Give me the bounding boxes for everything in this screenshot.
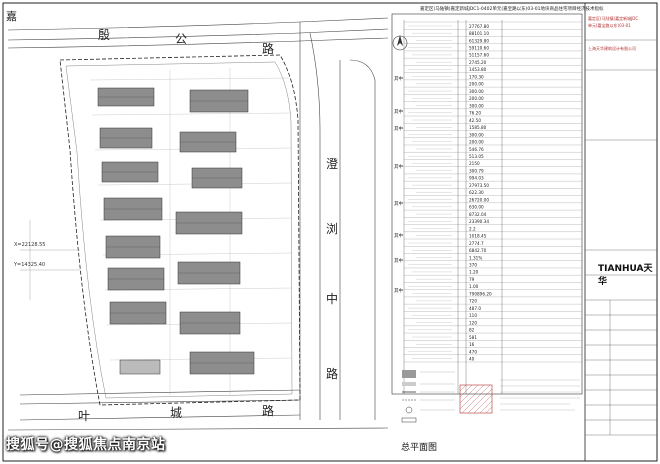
svg-text:嘉定区(马陆镇)嘉定新城JDC: 嘉定区(马陆镇)嘉定新城JDC — [588, 15, 638, 21]
table-value: 61329.80 — [469, 38, 489, 43]
table-section-label: 其中 — [394, 232, 403, 239]
legend-swatch-building — [402, 370, 416, 378]
road-label-bottom-3: 路 — [262, 404, 275, 418]
title-block — [584, 2, 658, 462]
site-boundary — [59, 54, 301, 406]
table-title: 嘉定区(马陆镇)嘉定新城JDC1-0402单元(嘉宝路以东)03-01地块商品住… — [420, 7, 604, 12]
table-value: 59110.60 — [469, 45, 489, 50]
approval-hatch — [459, 384, 493, 414]
legend-swatch-green — [402, 382, 416, 386]
table-value: 300.79 — [469, 168, 484, 173]
table-section-label: 其中 — [394, 287, 403, 294]
table-value: 994.03 — [469, 176, 484, 181]
road-label-bottom-1: 叶 — [78, 409, 91, 423]
table-value: 26720.00 — [469, 197, 489, 202]
table-value: 51157.60 — [469, 53, 489, 58]
road-label-top-left: 嘉 — [6, 10, 17, 23]
table-value: 2150 — [469, 161, 480, 166]
table-value: 2774.7 — [469, 241, 484, 246]
table-value: 1018.45 — [469, 234, 487, 239]
road-label-right-3: 中 — [326, 292, 339, 306]
building-details — [98, 96, 254, 364]
svg-text:上海天华建筑设计有限公司: 上海天华建筑设计有限公司 — [588, 45, 636, 51]
svg-text:X=22128.55: X=22128.55 — [14, 242, 45, 248]
site-plan-label: 总平面图 — [401, 443, 438, 453]
road-label-top-1: 殷 — [98, 28, 111, 42]
table-value: 1453.80 — [469, 67, 487, 72]
road-lines — [7, 17, 389, 431]
table-value: 200.00 — [469, 140, 484, 145]
table-section-label: 其中 — [394, 75, 403, 82]
table-value: 513.05 — [469, 154, 484, 159]
table-value: 790896.20 — [469, 291, 492, 296]
table-values: 27767.80 88101.10 61329.80 59110.60 51157.60… — [408, 24, 492, 362]
table-value: 76.20 — [469, 111, 481, 116]
table-value: 200.00 — [469, 96, 484, 101]
table-section-label: 其中 — [394, 108, 403, 115]
table-grid — [404, 21, 582, 363]
table-value: 170.30 — [469, 74, 484, 79]
table-value: 27973.50 — [469, 183, 489, 188]
legend — [401, 370, 455, 423]
road-label-top-3: 路 — [262, 42, 275, 56]
road-label-top-2: 公 — [175, 32, 188, 46]
table-value: 42.50 — [469, 118, 481, 123]
table-value: 6842.70 — [469, 248, 487, 253]
table-value: 23390.34 — [469, 219, 489, 224]
table-value: 546.76 — [469, 147, 484, 152]
watermark-text: 搜狐号@搜狐焦点南京站 — [6, 437, 166, 453]
table-value: 110 — [469, 313, 477, 318]
table-value: 120 — [469, 320, 477, 325]
buildings — [97, 87, 255, 375]
north-arrow — [392, 35, 408, 51]
table-value: 1.00 — [469, 284, 479, 289]
table-section-label: 其中 — [394, 200, 403, 207]
table-value: 300.00 — [469, 132, 484, 137]
road-label-bottom-2: 城 — [170, 406, 183, 420]
road-label-right-4: 路 — [326, 367, 339, 381]
table-value: 200.00 — [469, 82, 484, 87]
title-block-red-text: 嘉定区(马陆镇)嘉定新城JDC 单元(嘉宝路以东)03-01 上海天华建筑设计有… — [588, 15, 638, 51]
table-value: 1.31% — [469, 255, 482, 260]
table-value: 581 — [469, 335, 477, 340]
table-value: 1.20 — [469, 270, 479, 275]
title-block-lines — [585, 39, 657, 436]
table-value: 27767.80 — [469, 24, 489, 29]
table-value: 2745.20 — [469, 60, 487, 65]
table-value: 2.2 — [469, 226, 476, 231]
table-section-label: 其中 — [394, 125, 403, 132]
road-label-right-1: 澄 — [326, 157, 339, 171]
notes-lines — [500, 379, 580, 411]
table-value: 470 — [469, 349, 477, 354]
table-value: 630.00 — [469, 205, 484, 210]
table-value: 720 — [469, 299, 477, 304]
table-columns — [403, 20, 503, 394]
table-value: 622.30 — [469, 190, 484, 195]
inner-boundary — [65, 61, 293, 399]
table-section-label: 其中 — [394, 257, 403, 264]
table-value: 8732.04 — [469, 212, 487, 217]
road-label-right-2: 浏 — [326, 222, 339, 236]
table-value: 370 — [469, 263, 477, 268]
dimension-lines — [20, 220, 80, 300]
table-value: 1585.80 — [469, 125, 487, 130]
table-value: 79 — [469, 277, 475, 282]
building-15 — [119, 359, 161, 375]
table-section-label: 其中 — [394, 163, 403, 170]
table-value: 82 — [469, 328, 475, 333]
table-value: 40 — [469, 357, 475, 362]
dimension-text: X=22128.55Y=14325.40 — [13, 242, 45, 268]
svg-text:单元(嘉宝路以东)03-01: 单元(嘉宝路以东)03-01 — [588, 22, 631, 28]
table-value: 88101.10 — [469, 31, 489, 36]
table-value: 300.00 — [469, 89, 484, 94]
table-value: 16 — [469, 342, 475, 347]
tianhua-logo-text: TIANHUA天华 — [598, 264, 653, 287]
table-value: 487.0 — [469, 306, 481, 311]
table-value: 300.00 — [469, 103, 484, 108]
svg-text:Y=14325.40: Y=14325.40 — [13, 262, 45, 268]
